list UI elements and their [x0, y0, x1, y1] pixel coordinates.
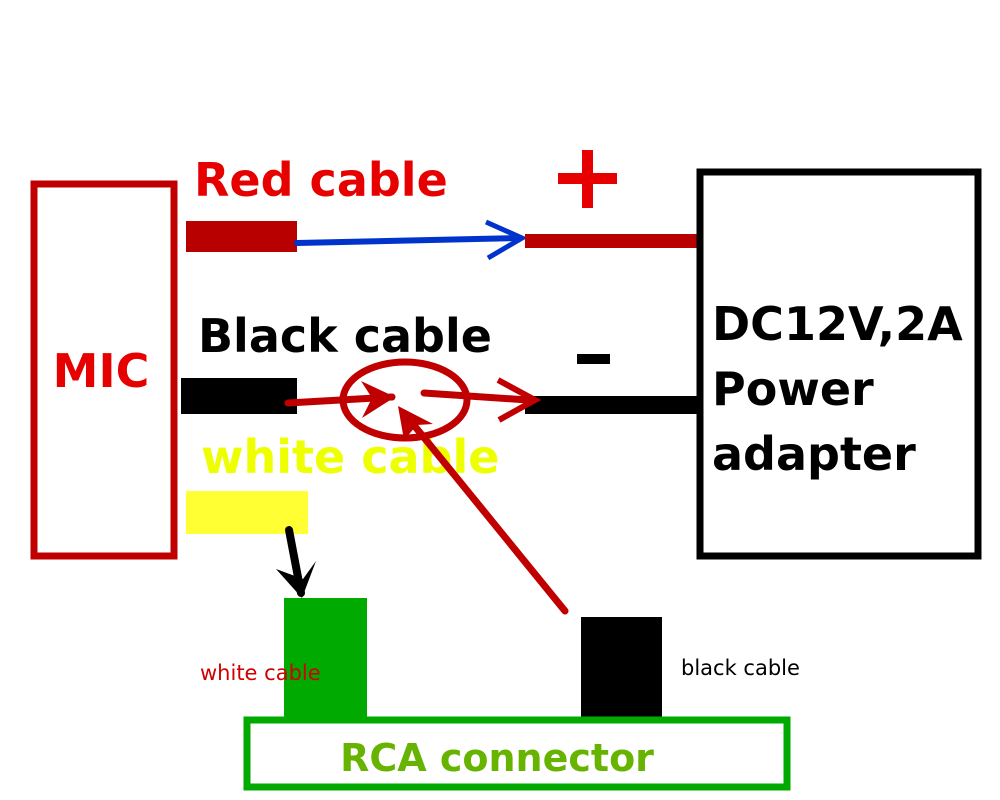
power-adapter-label-line2: adapter	[712, 427, 916, 481]
rca-white-terminal	[284, 598, 367, 719]
negative-wire	[525, 396, 698, 414]
mic-label: MIC	[53, 344, 150, 398]
blue-arrowhead-icon	[484, 219, 528, 261]
positive-wire	[525, 234, 698, 248]
power-adapter-label-line1: Power	[712, 362, 874, 416]
junction-arrowhead-left-icon	[361, 381, 395, 418]
rca-black-terminal-label: black cable	[681, 656, 800, 680]
rca-black-terminal	[581, 617, 662, 719]
red-cable-end	[186, 221, 297, 252]
rca-connector-label: RCA connector	[340, 736, 654, 780]
rca-white-terminal-label: white cable	[200, 661, 321, 685]
junction-to-negative-arrow	[420, 389, 532, 404]
red-to-positive-arrow	[294, 235, 523, 246]
negative-sign-icon	[577, 354, 610, 364]
black-cable-end	[181, 378, 297, 414]
negative-arrowhead-icon	[496, 377, 542, 423]
rca-connector-box	[243, 716, 791, 791]
white-cable-label: white cable	[201, 430, 499, 484]
power-adapter-spec: DC12V,2A	[712, 297, 963, 351]
black-arrowhead-icon	[276, 561, 316, 598]
black-cable-label: Black cable	[198, 309, 492, 363]
mic-box	[30, 180, 178, 560]
red-cable-label: Red cable	[194, 153, 448, 207]
rca-black-to-junction-arrow	[400, 409, 569, 615]
positive-sign-icon	[558, 150, 617, 208]
rca-arrowhead-icon	[398, 406, 433, 440]
power-adapter-box	[696, 168, 982, 560]
